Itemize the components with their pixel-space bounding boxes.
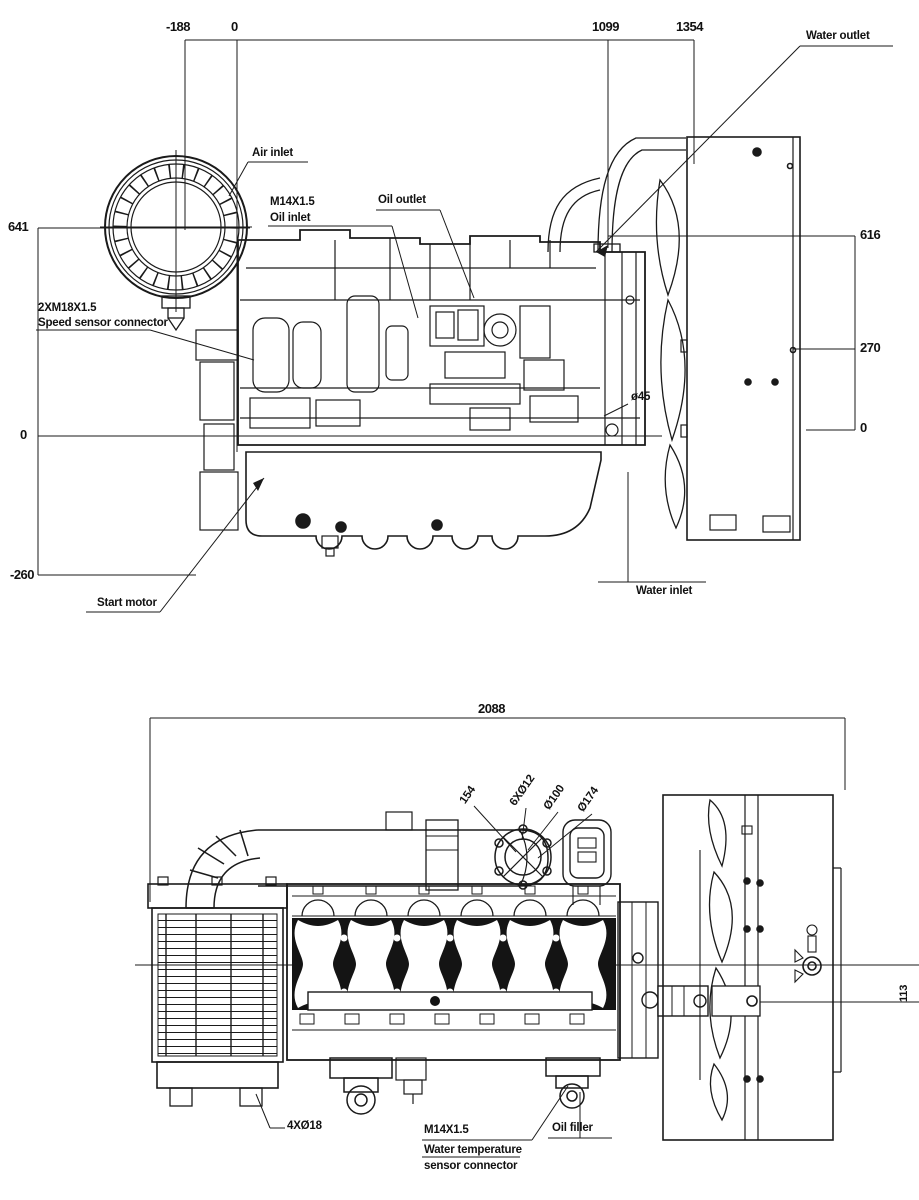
label-water-temp-thread: M14X1.5 bbox=[424, 1124, 469, 1136]
thermostat-housing bbox=[562, 819, 612, 905]
engine-mount-feet bbox=[329, 1057, 601, 1115]
label-air-inlet: Air inlet bbox=[252, 147, 294, 159]
side-view-leader-lines bbox=[36, 45, 893, 613]
label-oil-inlet-thread: M14X1.5 bbox=[270, 196, 315, 208]
dim-left-641: 641 bbox=[8, 219, 29, 234]
label-speed-sensor-thread: 2XM18X1.5 bbox=[38, 302, 97, 314]
side-view-dimension-lines bbox=[37, 39, 856, 576]
label-speed-sensor: Speed sensor connector bbox=[38, 317, 168, 329]
label-water-outlet: Water outlet bbox=[806, 30, 870, 42]
dim-right-270: 270 bbox=[860, 340, 881, 355]
oil-pan bbox=[245, 451, 602, 557]
dim-mount-holes-4xd18: 4XØ18 bbox=[287, 1120, 322, 1132]
label-water-temp-line2: sensor connector bbox=[424, 1160, 518, 1172]
engine-block-side bbox=[195, 229, 646, 531]
label-start-motor: Start motor bbox=[97, 597, 157, 609]
label-water-inlet: Water inlet bbox=[636, 585, 693, 597]
dim-right-zero: 0 bbox=[860, 420, 867, 435]
label-oil-filler: Oil filler bbox=[552, 1122, 593, 1134]
dim-top-1354: 1354 bbox=[676, 19, 703, 34]
dim-width-2088: 2088 bbox=[478, 701, 505, 716]
intercooler bbox=[147, 876, 288, 1107]
engine-block-plan bbox=[286, 883, 621, 1061]
radiator-side bbox=[680, 136, 801, 541]
dim-left-zero: 0 bbox=[20, 427, 27, 442]
cooling-fan-blades-side bbox=[655, 178, 686, 530]
water-outlet-piping bbox=[547, 137, 686, 253]
label-exhaust-dia45: ø45 bbox=[631, 391, 651, 403]
label-water-temp-line1: Water temperature bbox=[424, 1144, 522, 1156]
dim-right-113: 113 bbox=[898, 984, 910, 1002]
dim-right-616: 616 bbox=[860, 227, 881, 242]
dim-top-1099: 1099 bbox=[592, 19, 619, 34]
air-cleaner-fan bbox=[100, 150, 252, 332]
radiator-plan bbox=[662, 794, 842, 1141]
flange-with-bolt-circle bbox=[494, 824, 552, 890]
dim-left-minus260: -260 bbox=[10, 567, 35, 582]
label-oil-inlet: Oil inlet bbox=[270, 212, 311, 224]
label-oil-outlet: Oil outlet bbox=[378, 194, 426, 206]
plan-view-leader-lines bbox=[255, 805, 612, 1158]
dim-top-minus188: -188 bbox=[166, 19, 191, 34]
dim-top-zero: 0 bbox=[231, 19, 238, 34]
